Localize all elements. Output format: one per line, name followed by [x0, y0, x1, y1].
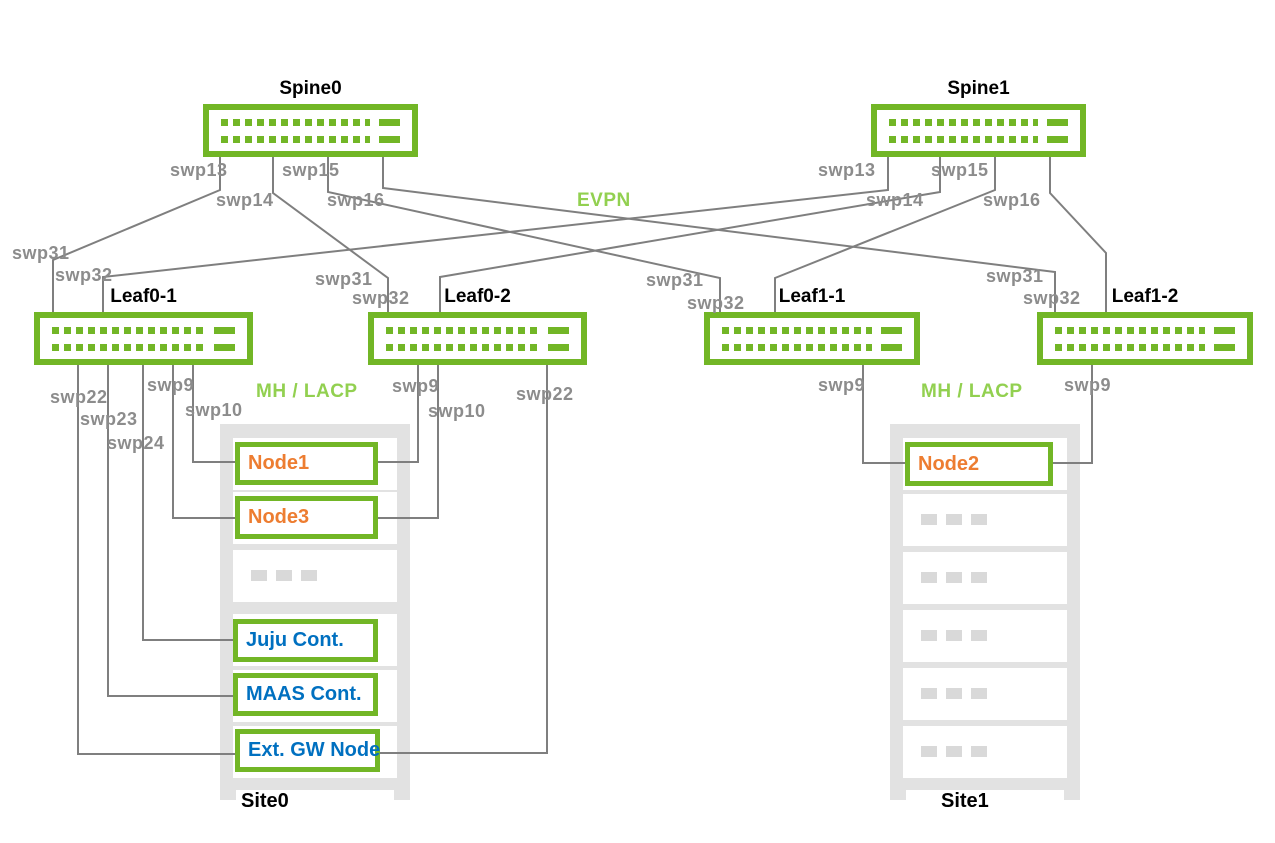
switch-box-leaf0-1 — [34, 312, 253, 365]
port-label-leaf1-1-swp9: swp9 — [818, 375, 866, 395]
switch-spine0: Spine0 — [203, 78, 418, 157]
rack-foot — [1064, 790, 1080, 800]
port-row — [1055, 344, 1205, 351]
node-label: MAAS Cont. — [246, 683, 362, 705]
port-wide-dash — [881, 344, 902, 351]
placeholder-dash — [971, 746, 987, 757]
port-wide-dash — [379, 136, 400, 143]
placeholder-dash — [971, 572, 987, 583]
rack-slot-dots — [903, 726, 1067, 778]
placeholder-dash — [921, 572, 937, 583]
rack-foot — [890, 790, 906, 800]
node-label: Node1 — [248, 452, 310, 474]
placeholder-dash — [921, 688, 937, 699]
placeholder-dash — [971, 514, 987, 525]
placeholder-dash — [251, 570, 267, 581]
node-box-maas-cont-: MAAS Cont. — [233, 673, 378, 716]
placeholder-dash — [946, 746, 962, 757]
placeholder-dash — [946, 630, 962, 641]
placeholder-dash — [921, 630, 937, 641]
port-wide-dash — [1214, 327, 1235, 334]
port-row — [221, 136, 370, 143]
switch-leaf0-1: Leaf0-1 — [34, 286, 253, 365]
rack-slot-dots — [903, 668, 1067, 720]
port-row — [1055, 327, 1205, 334]
rack-slot-dots — [903, 610, 1067, 662]
node-box-ext-gw-node: Ext. GW Node — [235, 729, 380, 772]
node-label: Ext. GW Node — [248, 739, 381, 761]
switch-title-spine1: Spine1 — [947, 78, 1010, 99]
annotation-mh-lacp: MH / LACP — [256, 381, 358, 402]
rack-slot-dots — [903, 494, 1067, 546]
switch-box-spine1 — [871, 104, 1086, 157]
placeholder-dash — [971, 688, 987, 699]
node-box-node3: Node3 — [235, 496, 378, 539]
placeholder-dash — [946, 688, 962, 699]
switch-box-leaf0-2 — [368, 312, 587, 365]
placeholder-dash — [946, 514, 962, 525]
annotation-mh-lacp: MH / LACP — [921, 381, 1023, 402]
port-wide-dash — [379, 119, 400, 126]
placeholder-dash — [946, 572, 962, 583]
rack-slot-dots — [233, 550, 397, 602]
port-wide-dash — [1214, 344, 1235, 351]
switch-title-leaf1-2: Leaf1-2 — [1111, 286, 1179, 307]
port-row — [386, 327, 539, 334]
port-row — [889, 119, 1038, 126]
port-wide-dash — [214, 344, 235, 351]
port-row — [722, 344, 872, 351]
port-row — [52, 327, 205, 334]
port-wide-dash — [1047, 119, 1068, 126]
node-box-node1: Node1 — [235, 442, 378, 485]
node-label: Juju Cont. — [246, 629, 344, 651]
node-box-juju-cont-: Juju Cont. — [233, 619, 378, 662]
placeholder-dash — [921, 746, 937, 757]
port-row — [52, 344, 205, 351]
port-wide-dash — [881, 327, 902, 334]
site-label-site1: Site1 — [941, 790, 989, 812]
port-row — [221, 119, 370, 126]
port-row — [889, 136, 1038, 143]
rack-slot-dots — [903, 552, 1067, 604]
placeholder-dash — [276, 570, 292, 581]
rack-foot — [220, 790, 236, 800]
switch-spine1: Spine1 — [871, 78, 1086, 157]
port-wide-dash — [214, 327, 235, 334]
node-label: Node2 — [918, 452, 980, 475]
port-wide-dash — [1047, 136, 1068, 143]
placeholder-dash — [921, 514, 937, 525]
port-wide-dash — [548, 327, 569, 334]
port-wide-dash — [548, 344, 569, 351]
placeholder-dash — [301, 570, 317, 581]
rack-foot — [394, 790, 410, 800]
port-row — [722, 327, 872, 334]
node-label: Node3 — [248, 506, 310, 528]
switch-leaf0-2: Leaf0-2 — [368, 286, 587, 365]
port-row — [386, 344, 539, 351]
placeholder-dash — [971, 630, 987, 641]
switch-leaf1-2: Leaf1-2 — [1037, 286, 1253, 365]
switch-box-spine0 — [203, 104, 418, 157]
site-label-site0: Site0 — [241, 790, 289, 812]
node-box-node2: Node2 — [905, 442, 1053, 486]
switch-box-leaf1-2 — [1037, 312, 1253, 365]
switch-box-leaf1-1 — [704, 312, 920, 365]
switch-title-spine0: Spine0 — [279, 78, 342, 99]
